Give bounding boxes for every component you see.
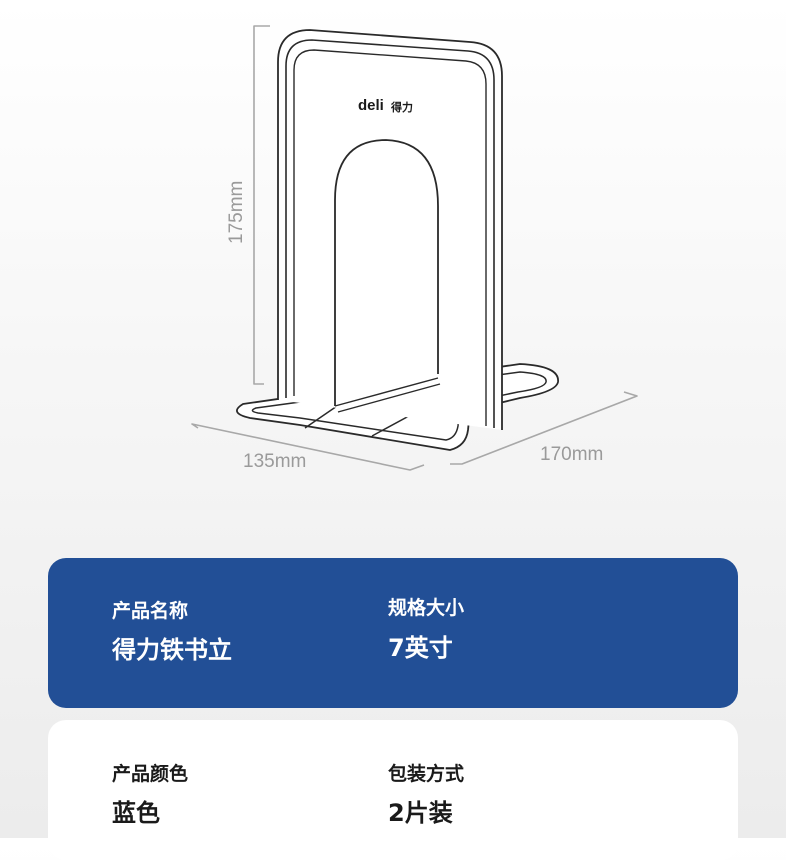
product-color-value: 蓝色 xyxy=(112,799,160,827)
arch-tab xyxy=(334,139,439,406)
brand-logo-cn: 得力 xyxy=(390,100,413,114)
arch-tab-base xyxy=(334,377,441,413)
spec-size-field: 规格大小 7英寸 xyxy=(388,597,465,662)
height-dimension-line xyxy=(253,25,270,385)
packaging-label: 包装方式 xyxy=(388,763,465,785)
packaging-field: 包装方式 2片装 xyxy=(388,763,465,827)
depth-dimension-line xyxy=(450,391,638,465)
width-dimension-label: 135mm xyxy=(243,451,306,472)
product-name-value: 得力铁书立 xyxy=(112,636,232,664)
height-dimension-label: 175mm xyxy=(226,181,247,244)
brand-logo-text: deli xyxy=(358,97,384,114)
upright-frame-middle xyxy=(285,39,495,428)
product-color-field: 产品颜色 蓝色 xyxy=(112,763,189,827)
product-color-label: 产品颜色 xyxy=(112,763,189,785)
spec-card-primary: 产品名称 得力铁书立 规格大小 7英寸 xyxy=(48,558,738,708)
packaging-value: 2片装 xyxy=(388,799,453,827)
depth-dimension-label: 170mm xyxy=(540,444,603,465)
spec-size-label: 规格大小 xyxy=(388,597,465,619)
spec-card-secondary: 产品颜色 蓝色 包装方式 2片装 xyxy=(48,720,738,860)
product-name-label: 产品名称 xyxy=(112,600,189,622)
product-name-field: 产品名称 得力铁书立 xyxy=(112,600,232,664)
bookend-illustration: deli 得力 175mm 135mm 170mm xyxy=(191,25,638,472)
upright-frame-inner xyxy=(293,49,487,426)
spec-size-value: 7英寸 xyxy=(388,634,453,662)
width-dimension-line xyxy=(191,423,425,471)
